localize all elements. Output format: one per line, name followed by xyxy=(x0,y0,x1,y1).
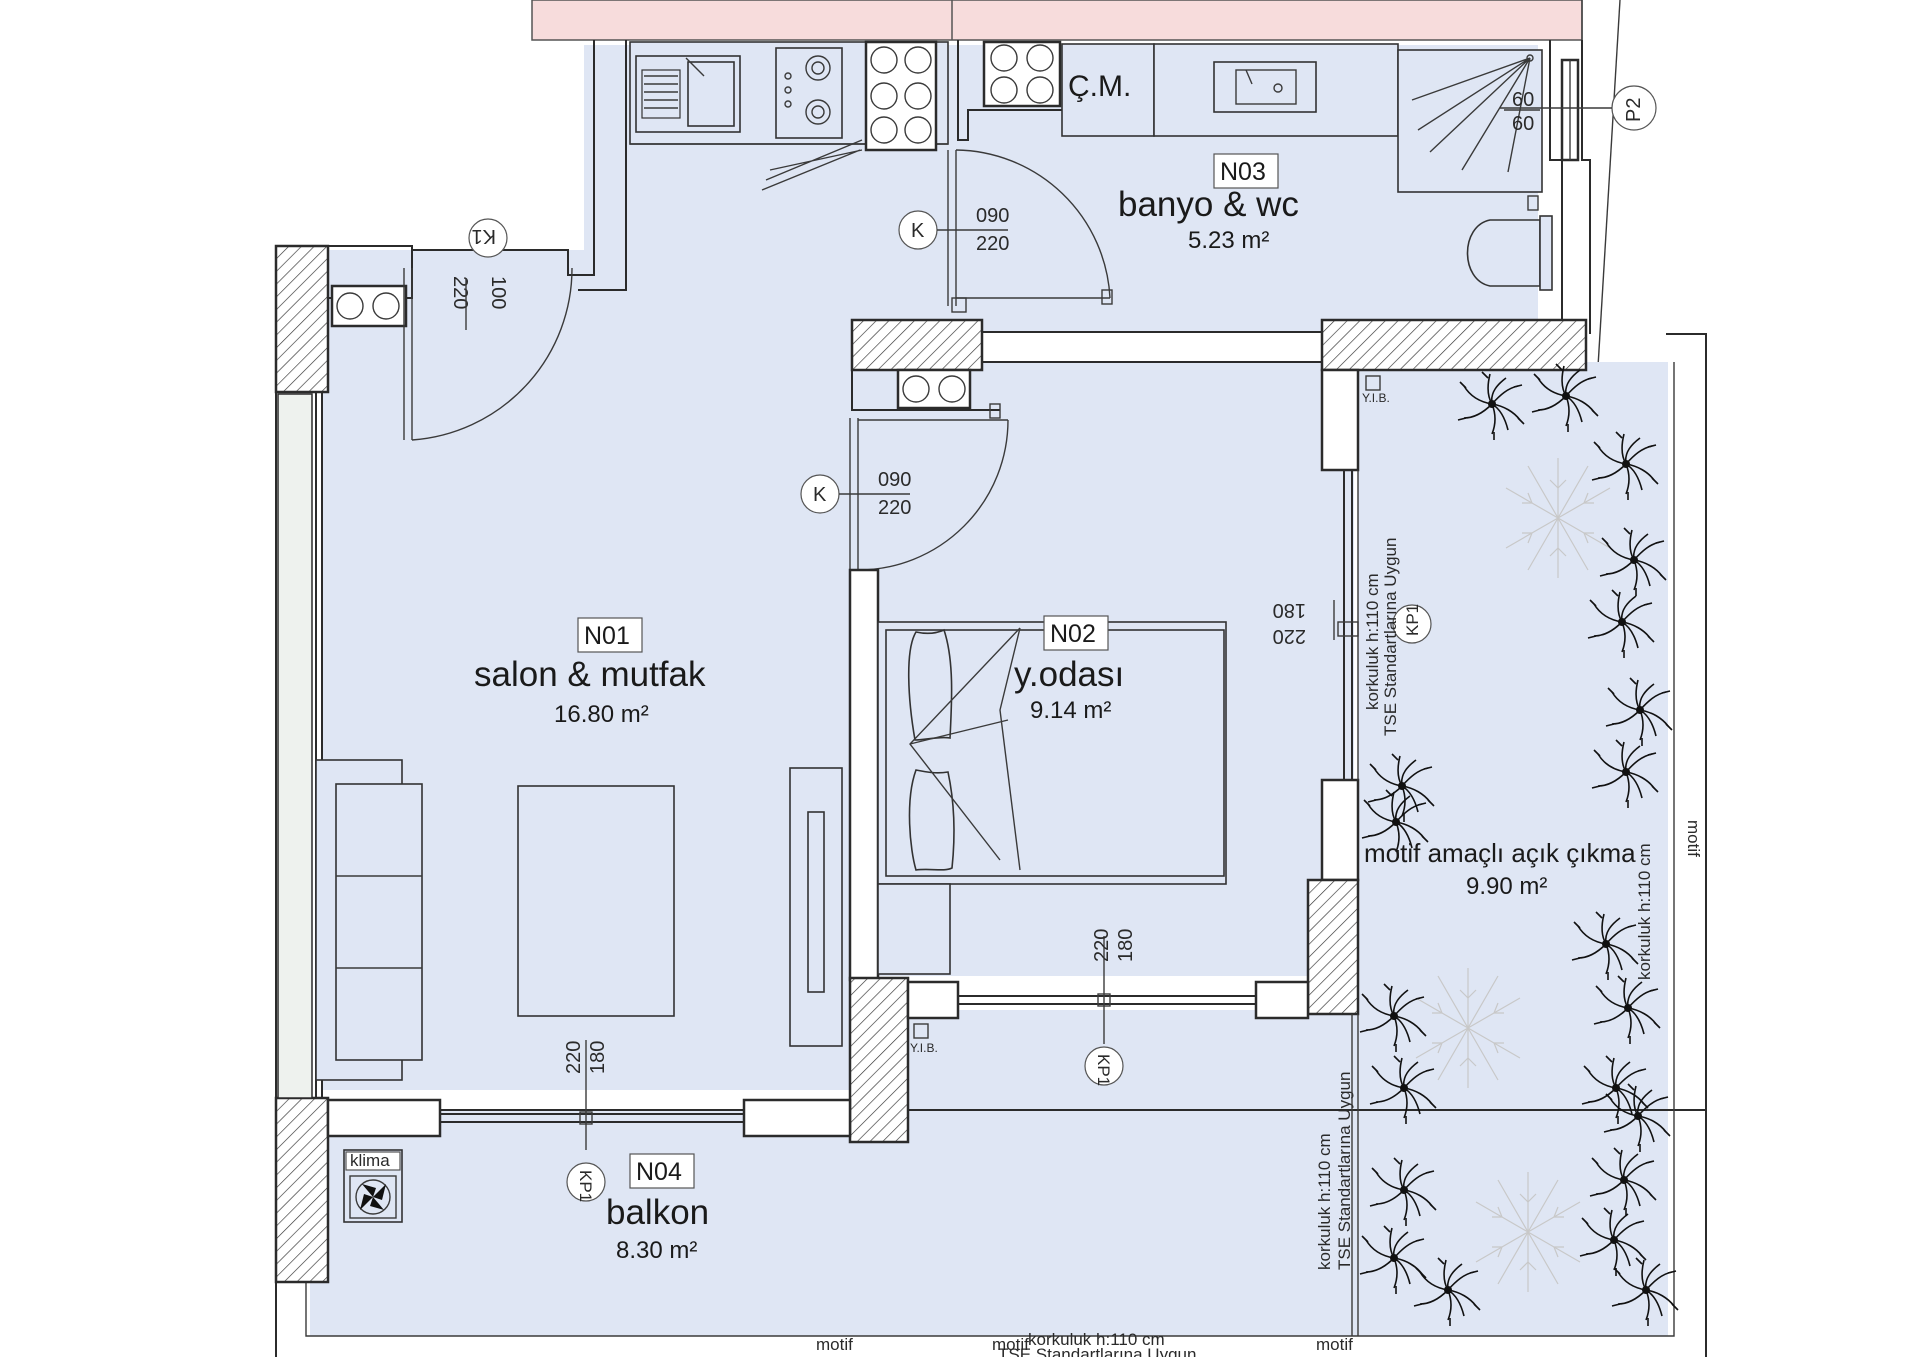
room-fill-terrace xyxy=(1358,362,1668,1336)
top-strip xyxy=(531,0,1583,41)
door2-tag: K xyxy=(813,484,827,506)
svg-text:220: 220 xyxy=(449,276,471,309)
p2-tag: P2 xyxy=(1623,98,1645,122)
svg-text:korkuluk h:110 cm: korkuluk h:110 cm xyxy=(1315,1133,1334,1270)
room-name-salon: salon & mutfak xyxy=(474,655,706,694)
svg-text:180: 180 xyxy=(1115,929,1137,962)
svg-text:60: 60 xyxy=(1512,89,1534,111)
room-area-salon: 16.80 m² xyxy=(554,701,649,728)
svg-text:180: 180 xyxy=(1273,599,1306,621)
terrace-area: 9.90 m² xyxy=(1466,873,1547,900)
svg-text:klima: klima xyxy=(350,1151,390,1170)
svg-text:korkuluk h:110 cm: korkuluk h:110 cm xyxy=(1635,843,1654,980)
room-code-n04: N04 xyxy=(636,1158,682,1186)
svg-text:motif: motif xyxy=(816,1335,853,1354)
svg-text:220: 220 xyxy=(563,1041,585,1074)
room-code-n03: N03 xyxy=(1220,158,1266,186)
svg-text:Y.I.B.: Y.I.B. xyxy=(1362,391,1390,405)
svg-text:motif: motif xyxy=(1316,1335,1353,1354)
svg-text:220: 220 xyxy=(976,233,1009,255)
door1-tag: K xyxy=(911,220,925,242)
svg-text:korkuluk h:110 cm: korkuluk h:110 cm xyxy=(1363,573,1382,710)
svg-text:motif: motif xyxy=(1684,820,1703,857)
coffee-table xyxy=(517,785,675,1017)
svg-text:220: 220 xyxy=(1091,929,1113,962)
svg-text:60: 60 xyxy=(1512,113,1534,135)
svg-text:motif: motif xyxy=(992,1335,1029,1354)
window3-tag: KP1 xyxy=(1403,604,1422,636)
terrace-name: motif amaçlı açık çıkma xyxy=(1364,838,1636,868)
svg-text:220: 220 xyxy=(1273,625,1306,647)
room-code-n02: N02 xyxy=(1050,620,1096,648)
svg-text:100: 100 xyxy=(487,276,509,309)
svg-text:TSE Standartlarına Uygun: TSE Standartlarına Uygun xyxy=(1381,538,1400,736)
svg-text:090: 090 xyxy=(976,205,1009,227)
room-area-bath: 5.23 m² xyxy=(1188,227,1269,254)
svg-text:090: 090 xyxy=(878,469,911,491)
room-fill-balcony xyxy=(310,1010,1358,1336)
room-name-bath: banyo & wc xyxy=(1118,185,1299,224)
svg-text:korkuluk h:110 cm: korkuluk h:110 cm xyxy=(1028,1330,1165,1349)
cm-label: Ç.M. xyxy=(1068,70,1131,103)
room-name-balcony: balkon xyxy=(606,1193,709,1232)
door3-tag: K1 xyxy=(472,225,496,247)
svg-text:TSE Standartlarına Uygun: TSE Standartlarına Uygun xyxy=(998,1345,1196,1357)
window1-tag: KP1 xyxy=(576,1170,595,1202)
svg-text:180: 180 xyxy=(587,1041,609,1074)
room-area-balcony: 8.30 m² xyxy=(616,1237,697,1264)
wall-hatch-left-top xyxy=(274,244,330,394)
wall-hatch-1 xyxy=(850,318,984,372)
svg-text:Y.I.B.: Y.I.B. xyxy=(910,1041,938,1055)
room-name-bedroom: y.odası xyxy=(1014,655,1124,694)
svg-text:220: 220 xyxy=(878,497,911,519)
window2-tag: KP1 xyxy=(1094,1054,1113,1086)
room-code-n01: N01 xyxy=(584,622,630,650)
svg-text:TSE Standartlarına Uygun: TSE Standartlarına Uygun xyxy=(1335,1072,1354,1270)
room-area-bedroom: 9.14 m² xyxy=(1030,697,1111,724)
